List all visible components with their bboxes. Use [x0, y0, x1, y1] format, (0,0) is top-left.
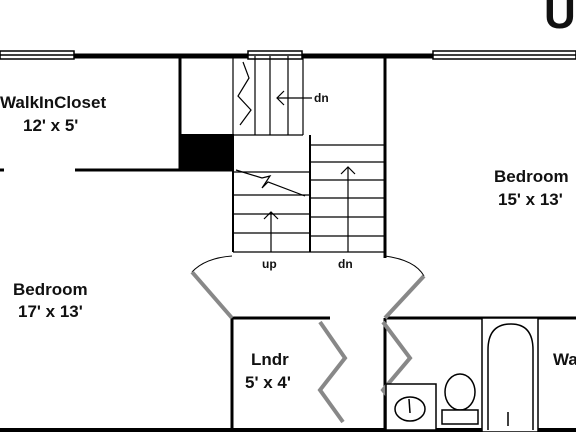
chimney-block — [180, 134, 234, 170]
stair-label-dn-top: dn — [314, 91, 329, 105]
upper-stair — [232, 56, 304, 136]
room-name: Bedroom — [13, 280, 88, 299]
dn-arrow-top — [276, 90, 312, 106]
room-name: Bedroom — [494, 167, 569, 186]
room-size: 12' x 5' — [23, 116, 79, 135]
room-bath-partial: Wa — [553, 350, 576, 369]
laundry-bifold-door — [317, 320, 348, 424]
dn-arrow-bottom — [340, 166, 356, 252]
room-size: 5' x 4' — [245, 373, 291, 392]
stair-label-dn-bottom: dn — [338, 257, 353, 271]
toilet — [441, 373, 479, 425]
up-arrow — [263, 211, 279, 252]
sink — [385, 383, 437, 431]
window — [247, 50, 303, 60]
door-right-stair — [383, 255, 426, 320]
room-size: 17' x 13' — [18, 302, 83, 321]
lower-stair-up — [232, 135, 311, 253]
stair-label-up: up — [262, 257, 277, 271]
door-left-stair — [190, 255, 234, 320]
window — [0, 50, 75, 60]
window — [432, 50, 576, 60]
room-size: 15' x 13' — [498, 190, 563, 209]
page-title-partial: U — [544, 0, 576, 38]
room-name: WalkInCloset — [0, 93, 107, 112]
bathtub — [481, 317, 539, 432]
room-name: Lndr — [251, 350, 289, 369]
